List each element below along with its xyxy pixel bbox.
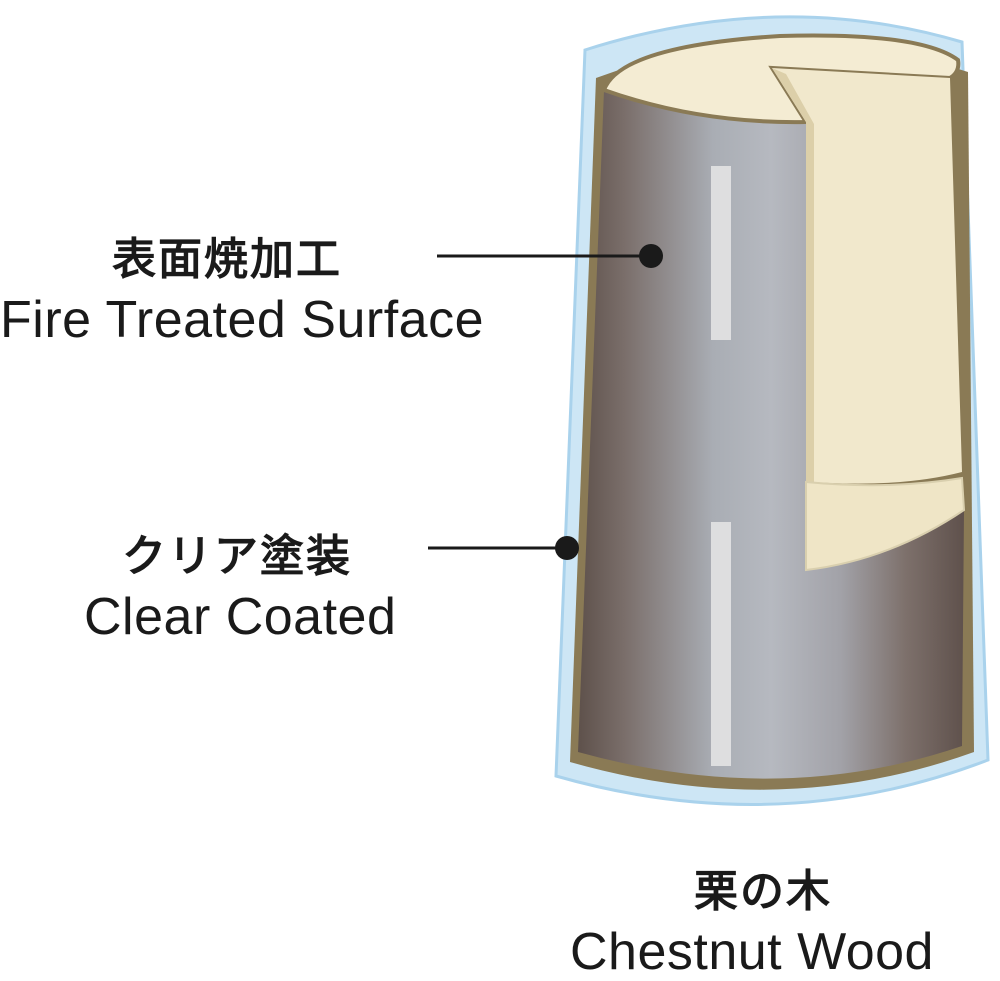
label-chestnut-wood-en: Chestnut Wood [570,923,934,981]
label-fire-treated: 表面焼加工 Fire Treated Surface [0,234,484,349]
callout-dot-clear [555,536,579,560]
wood-top-face [601,33,961,125]
callout-dot-fire [639,244,663,268]
wood-cutaway-face [772,68,962,570]
surface-highlight-lower [711,522,731,766]
label-chestnut-wood: 栗の木 Chestnut Wood [570,866,934,981]
label-clear-coated: クリア塗装 Clear Coated [84,531,397,646]
label-fire-treated-en: Fire Treated Surface [0,291,484,349]
label-chestnut-wood-jp: 栗の木 [694,866,832,917]
label-clear-coated-jp: クリア塗装 [122,531,352,582]
surface-highlight-upper [711,166,731,340]
label-fire-treated-jp: 表面焼加工 [112,234,342,285]
fire-treated-surface [578,90,964,779]
wood-cutaway-ledge [805,476,966,572]
label-clear-coated-en: Clear Coated [84,588,397,646]
